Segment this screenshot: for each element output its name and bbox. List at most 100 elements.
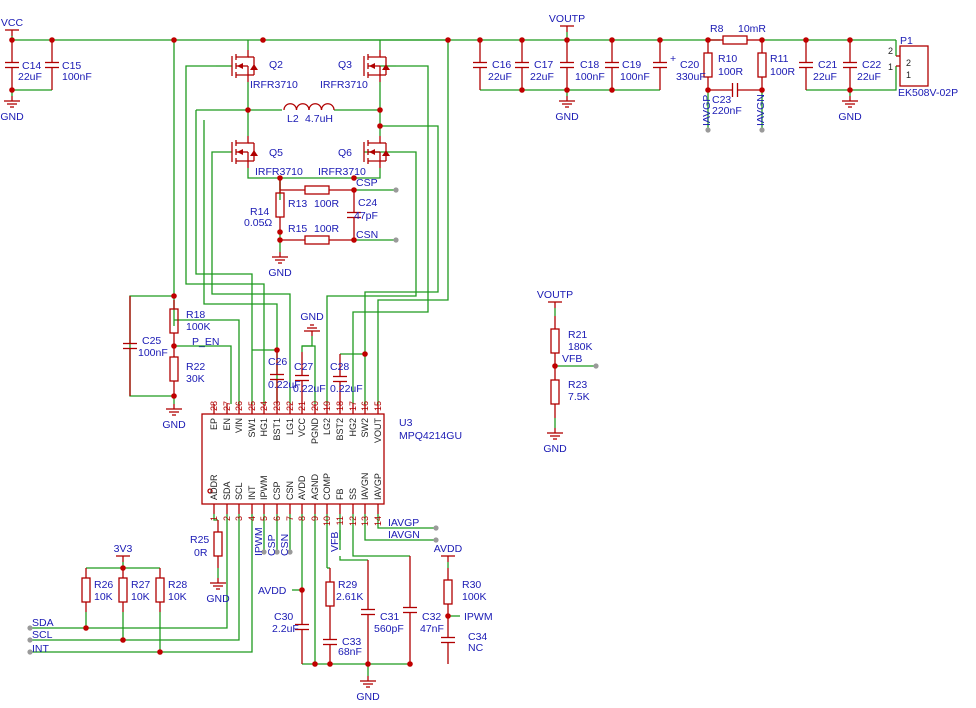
c34-ref: C34 bbox=[468, 631, 487, 643]
q3-value: IRFR3710 bbox=[320, 79, 368, 91]
r23-value: 7.5K bbox=[568, 391, 590, 403]
int-net-label: INT bbox=[32, 643, 50, 655]
ic-pin-number: 27 bbox=[222, 401, 232, 411]
r25-ref: R25 bbox=[190, 534, 209, 546]
r11 bbox=[757, 52, 767, 78]
ic-pin-name: AGND bbox=[310, 473, 320, 500]
junction-dot bbox=[277, 237, 283, 243]
r25-value: 0R bbox=[194, 547, 208, 559]
wire bbox=[364, 514, 436, 541]
ic-pin-number: 9 bbox=[310, 516, 320, 521]
c20-ref: C20 bbox=[680, 59, 699, 71]
csn-net-label: CSN bbox=[356, 229, 378, 241]
power-label: VOUTP bbox=[549, 13, 585, 25]
q2-value: IRFR3710 bbox=[250, 79, 298, 91]
ic-pin-name: VOUT bbox=[373, 418, 383, 444]
junction-dot bbox=[299, 587, 305, 593]
q5-value: IRFR3710 bbox=[255, 166, 303, 178]
ic-pin-number: 19 bbox=[322, 401, 332, 411]
gnd-label: GND bbox=[268, 267, 292, 279]
c34-value: NC bbox=[468, 642, 484, 654]
c19-value: 100nF bbox=[620, 71, 650, 83]
junction-dot bbox=[157, 649, 163, 655]
port-dot bbox=[27, 649, 33, 655]
p1-pin-number: 1 bbox=[888, 62, 893, 72]
junction-dot bbox=[171, 293, 177, 299]
ic-pin-name: BST1 bbox=[272, 418, 282, 441]
q3-source bbox=[368, 74, 381, 82]
ic-pin-number: 24 bbox=[259, 401, 269, 411]
q2-ref: Q2 bbox=[269, 59, 283, 71]
wire bbox=[129, 295, 174, 397]
ic-pin-name: IPWM bbox=[259, 476, 269, 501]
r30 bbox=[443, 579, 453, 605]
ic-pin-name: LG2 bbox=[322, 418, 332, 435]
c32-value: 47nF bbox=[420, 623, 444, 635]
l2-inductor bbox=[283, 103, 298, 111]
r26 bbox=[81, 577, 91, 603]
c19-ref: C19 bbox=[622, 59, 641, 71]
ic-pin-name: EN bbox=[222, 418, 232, 431]
r11-ref: R11 bbox=[770, 53, 789, 65]
sda-trace bbox=[30, 514, 228, 629]
power-label: VOUTP bbox=[537, 289, 573, 301]
q6-source bbox=[368, 160, 381, 168]
c28-ref: C28 bbox=[330, 361, 349, 373]
ipwm-pull-label: IPWM bbox=[464, 611, 493, 623]
junction-dot bbox=[365, 661, 371, 667]
junction-dot bbox=[9, 37, 15, 43]
ic-pin-number: 2 bbox=[222, 516, 232, 521]
c21-ref: C21 bbox=[818, 59, 837, 71]
r29 bbox=[325, 581, 335, 607]
c27-ref: C27 bbox=[294, 361, 313, 373]
junction-dot bbox=[171, 37, 177, 43]
ic-pin-name: INT bbox=[247, 485, 257, 500]
junction-dot bbox=[83, 625, 89, 631]
ic-pin-number: 22 bbox=[285, 401, 295, 411]
port-dot bbox=[433, 525, 439, 531]
junction-dot bbox=[407, 661, 413, 667]
ic-pin-number: 13 bbox=[360, 516, 370, 526]
junction-dot bbox=[847, 87, 853, 93]
ic-pin-name: SCL bbox=[234, 482, 244, 500]
r8-value: 10mR bbox=[738, 23, 766, 35]
gnd-label: GND bbox=[206, 593, 230, 605]
ic-u3-body bbox=[201, 413, 385, 505]
c22-ref: C22 bbox=[862, 59, 881, 71]
junction-dot bbox=[377, 123, 383, 129]
r15 bbox=[304, 235, 330, 245]
c23-ref: C23 bbox=[712, 94, 731, 106]
c20-polarity: + bbox=[670, 53, 676, 65]
l2-inductor bbox=[295, 103, 310, 111]
q3-drain bbox=[368, 50, 381, 58]
c15-value: 100nF bbox=[62, 71, 92, 83]
q5-ref: Q5 bbox=[269, 147, 283, 159]
q3-ref: Q3 bbox=[338, 59, 352, 71]
port-dot bbox=[274, 549, 280, 555]
r14-value: 0.05Ω bbox=[244, 217, 272, 229]
iavgn-net-label: IAVGN bbox=[755, 94, 767, 126]
junction-dot bbox=[327, 661, 333, 667]
q3-diode bbox=[382, 64, 390, 70]
ic-pin-name: IAVGN bbox=[360, 473, 370, 500]
c30-ref: C30 bbox=[274, 611, 293, 623]
r21-ref: R21 bbox=[568, 329, 587, 341]
r14-ref: R14 bbox=[250, 206, 269, 218]
iavgn-pin-label: IAVGN bbox=[388, 529, 420, 541]
junction-dot bbox=[277, 229, 283, 235]
junction-dot bbox=[351, 187, 357, 193]
r15-ref: R15 bbox=[288, 223, 307, 235]
junction-dot bbox=[120, 637, 126, 643]
port-dot bbox=[759, 127, 765, 133]
r21 bbox=[550, 328, 560, 354]
ic-pin1-marker bbox=[207, 488, 213, 494]
junction-dot bbox=[9, 87, 15, 93]
c16-ref: C16 bbox=[492, 59, 511, 71]
wire bbox=[377, 514, 436, 529]
r23-ref: R23 bbox=[568, 379, 587, 391]
lg1-trace bbox=[211, 151, 291, 404]
q6-value: IRFR3710 bbox=[318, 166, 366, 178]
ic-pin-name: LG1 bbox=[285, 418, 295, 435]
hg2-trace bbox=[352, 65, 429, 404]
